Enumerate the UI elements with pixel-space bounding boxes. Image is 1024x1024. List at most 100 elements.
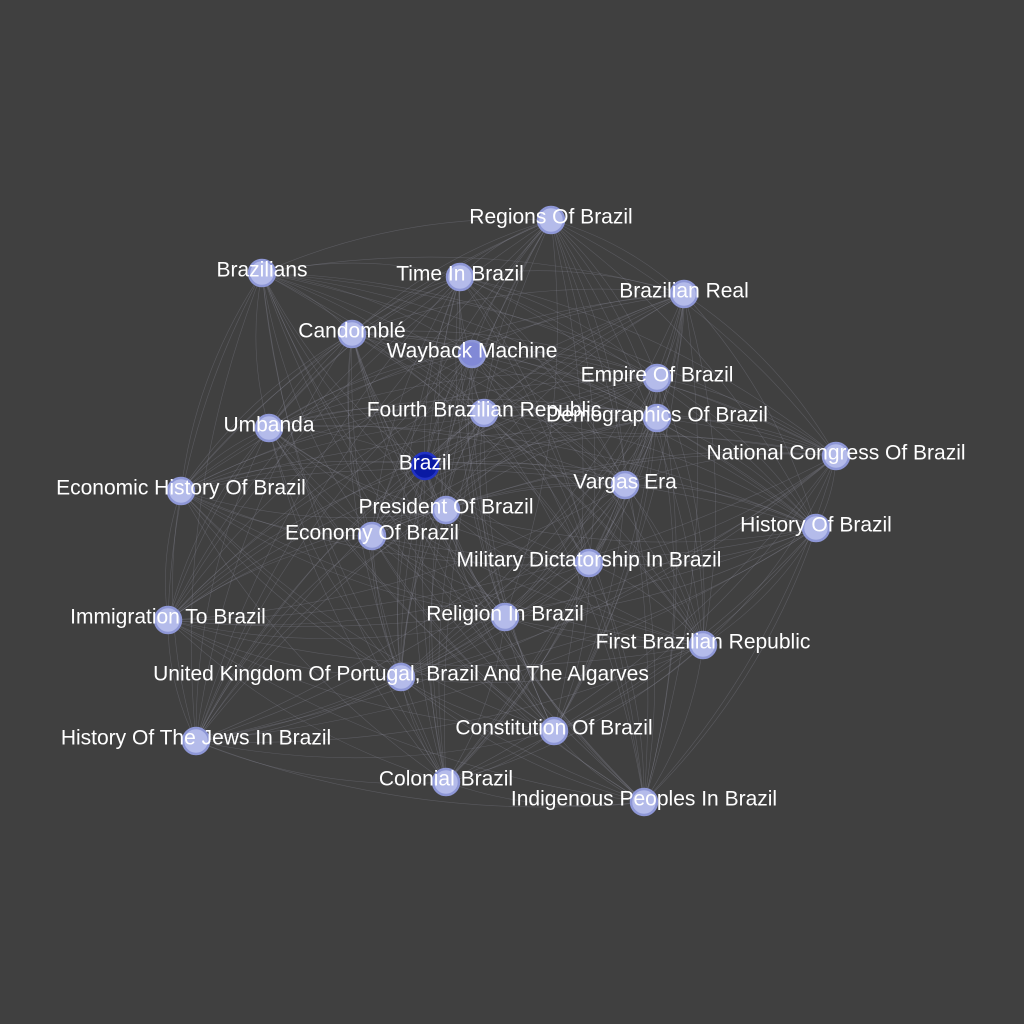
node-military-dictatorship-in-brazil[interactable] [574,548,604,578]
edge-wayback-machine-vargas-era [471,353,626,486]
node-economy-of-brazil[interactable] [357,521,387,551]
node-time-in-brazil[interactable] [445,262,475,292]
edge-regions-of-brazil-national-congress-of-brazil [550,219,837,457]
edge-brazilian-real-fourth-brazilian-republic [483,293,685,414]
node-history-of-brazil[interactable] [801,513,831,543]
edge-national-congress-of-brazil-economic-history-of-brazil [180,431,837,492]
edge-first-brazilian-republic-indigenous-peoples-in-brazil [643,644,704,803]
edge-brazilians-vargas-era [261,272,626,486]
edge-candomble-united-kingdom-portugal [348,333,402,678]
node-economic-history-of-brazil[interactable] [166,476,196,506]
edge-immigration-to-brazil-indigenous-peoples-in-brazil [167,619,645,803]
node-colonial-brazil[interactable] [431,767,461,797]
edge-brazilian-real-indigenous-peoples-in-brazil [643,293,699,803]
edge-demographics-of-brazil-constitution-of-brazil [553,417,658,732]
node-indigenous-peoples-in-brazil[interactable] [629,787,659,817]
node-label-immigration-to-brazil: Immigration To Brazil [70,606,266,629]
edge-united-kingdom-portugal-indigenous-peoples-in-brazil [400,676,645,803]
node-immigration-to-brazil[interactable] [153,605,183,635]
edge-demographics-of-brazil-indigenous-peoples-in-brazil [643,417,675,803]
edge-regions-of-brazil-religion-in-brazil [504,219,558,618]
edge-candomble-fourth-brazilian-republic [351,333,485,414]
edge-economy-of-brazil-religion-in-brazil [371,535,506,618]
edge-regions-of-brazil-umbanda [268,219,552,429]
edge-regions-of-brazil-history-of-brazil [550,219,817,529]
node-national-congress-of-brazil[interactable] [821,441,851,471]
edge-brazilian-real-economic-history-of-brazil [180,293,685,492]
edge-wayback-machine-president-of-brazil [444,353,473,511]
node-brazilian-real[interactable] [669,279,699,309]
edge-vargas-era-colonial-brazil [445,484,626,783]
node-united-kingdom-portugal[interactable] [386,662,416,692]
node-brazilians[interactable] [247,258,277,288]
edge-time-in-brazil-president-of-brazil [437,276,461,511]
edge-umbanda-president-of-brazil [268,427,447,511]
edge-brazilian-real-demographics-of-brazil [656,293,685,419]
node-president-of-brazil[interactable] [431,495,461,525]
edge-umbanda-brazil [268,427,426,467]
edge-economic-history-of-brazil-colonial-brazil [180,490,447,783]
node-label-history-of-the-jews-in-brazil: History Of The Jews In Brazil [61,727,331,750]
edge-brazilian-real-constitution-of-brazil [553,293,685,732]
edge-brazilians-history-of-brazil [261,272,817,529]
edge-national-congress-of-brazil-religion-in-brazil [504,455,837,618]
edge-candomble-president-of-brazil [351,333,447,511]
edge-umbanda-immigration-to-brazil [167,427,270,621]
node-wayback-machine[interactable] [457,339,487,369]
node-candomble[interactable] [337,319,367,349]
edge-fourth-brazilian-republic-vargas-era [483,412,626,486]
edge-history-of-brazil-history-of-the-jews-in-brazil [195,527,817,742]
edge-military-dictatorship-in-brazil-constitution-of-brazil [553,562,590,732]
node-empire-of-brazil[interactable] [642,363,672,393]
node-demographics-of-brazil[interactable] [642,403,672,433]
edge-national-congress-of-brazil-united-kingdom-portugal [400,455,837,678]
edge-brazil-economic-history-of-brazil [180,460,426,492]
edge-brazilian-real-umbanda [268,293,685,429]
edge-demographics-of-brazil-economy-of-brazil [371,417,658,537]
edge-president-of-brazil-military-dictatorship-in-brazil [445,509,590,564]
edge-vargas-era-president-of-brazil [445,482,626,511]
nodes-layer [153,205,851,817]
edge-time-in-brazil-colonial-brazil [422,276,461,783]
edge-brazilian-real-history-of-the-jews-in-brazil [195,293,685,742]
edge-empire-of-brazil-national-congress-of-brazil [656,377,837,457]
node-history-of-the-jews-in-brazil[interactable] [181,726,211,756]
edge-religion-in-brazil-indigenous-peoples-in-brazil [504,616,645,803]
edge-immigration-to-brazil-religion-in-brazil [167,616,506,640]
node-fourth-brazilian-republic[interactable] [469,398,499,428]
edge-candomble-vargas-era [351,333,626,486]
edge-economic-history-of-brazil-united-kingdom-portugal [180,490,402,678]
edge-brazilians-umbanda [255,272,270,429]
node-label-president-of-brazil: President Of Brazil [358,496,533,519]
edge-brazilians-constitution-of-brazil [261,272,555,732]
node-umbanda[interactable] [254,413,284,443]
node-first-brazilian-republic[interactable] [688,630,718,660]
edge-empire-of-brazil-economy-of-brazil [371,377,658,537]
edge-history-of-the-jews-in-brazil-colonial-brazil [195,740,447,784]
edge-empire-of-brazil-fourth-brazilian-republic [483,377,658,414]
edge-brazilian-real-immigration-to-brazil [167,293,685,621]
node-regions-of-brazil[interactable] [536,205,566,235]
node-label-demographics-of-brazil: Demographics Of Brazil [546,404,768,427]
edge-time-in-brazil-history-of-the-jews-in-brazil [195,276,461,742]
node-label-religion-in-brazil: Religion In Brazil [426,603,584,626]
node-label-constitution-of-brazil: Constitution Of Brazil [455,717,652,740]
edge-first-brazilian-republic-united-kingdom-portugal [400,644,704,683]
edge-wayback-machine-empire-of-brazil [471,351,658,379]
edge-brazil-history-of-the-jews-in-brazil [195,465,426,742]
edge-empire-of-brazil-colonial-brazil [445,377,658,783]
node-religion-in-brazil[interactable] [490,602,520,632]
node-vargas-era[interactable] [610,470,640,500]
edge-umbanda-economy-of-brazil [268,427,373,537]
node-label-brazilians: Brazilians [216,259,307,282]
edge-regions-of-brazil-brazilians [261,218,552,274]
node-constitution-of-brazil[interactable] [539,716,569,746]
edge-president-of-brazil-united-kingdom-portugal [400,509,447,678]
node-brazil[interactable] [410,451,440,481]
edge-vargas-era-economy-of-brazil [371,484,626,537]
edge-national-congress-of-brazil-indigenous-peoples-in-brazil [643,455,837,803]
edge-regions-of-brazil-constitution-of-brazil [550,219,584,732]
edge-candomble-first-brazilian-republic [351,333,704,646]
edge-time-in-brazil-brazilian-real [459,270,685,295]
